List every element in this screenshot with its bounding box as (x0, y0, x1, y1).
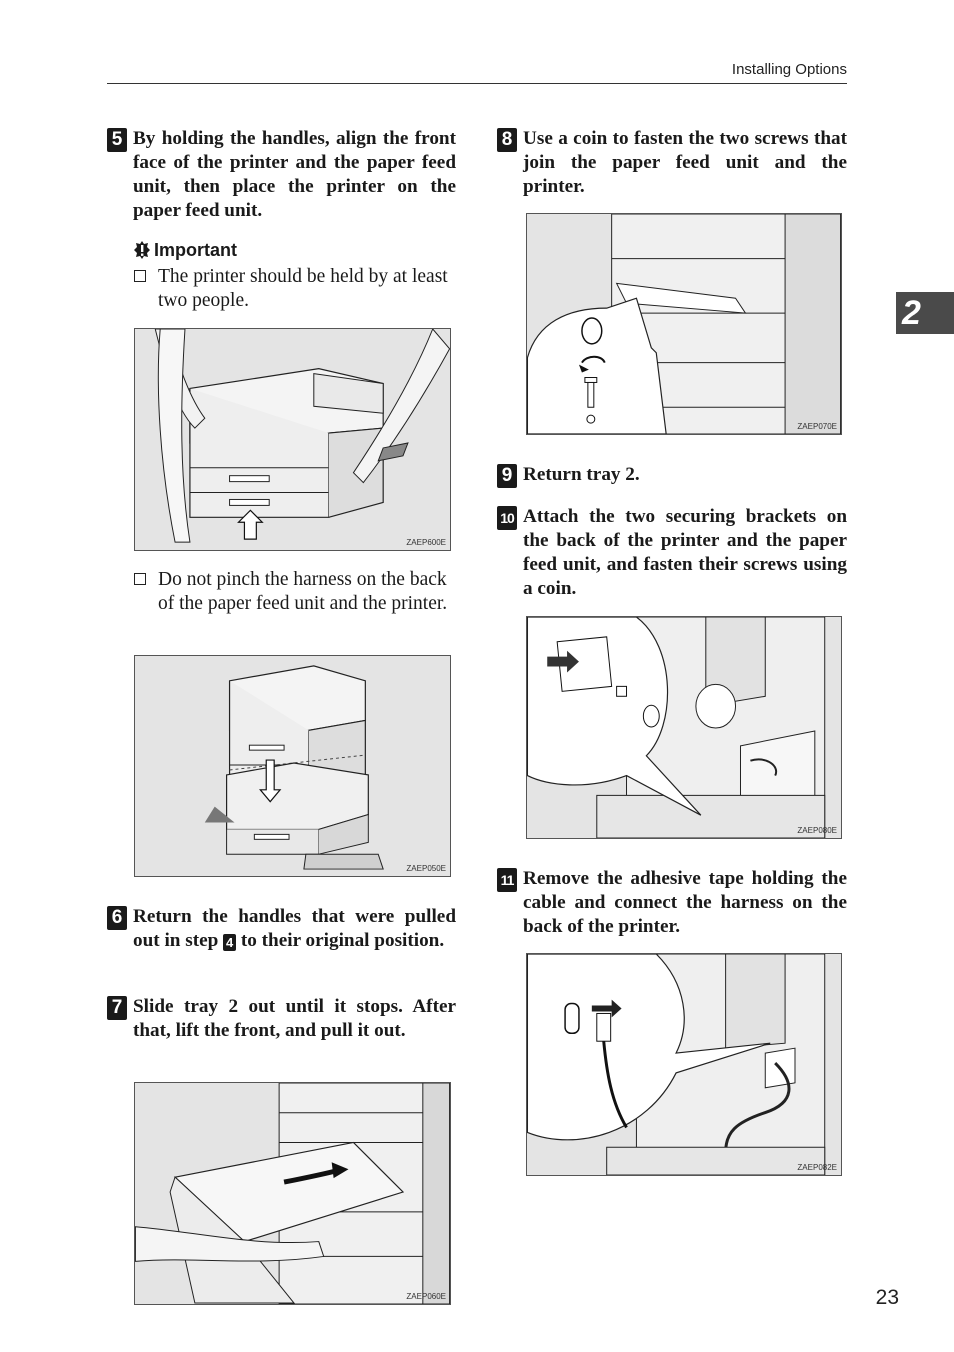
step-ref-badge: 4 (223, 934, 237, 951)
figure-connect-harness: ZAEP082E (526, 953, 842, 1176)
figure-code: ZAEP060E (406, 1292, 446, 1301)
note-item: The printer should be held by at least t… (134, 265, 456, 313)
step-number-badge: 10 (497, 506, 517, 530)
step-number-badge: 9 (497, 464, 517, 488)
step-number-badge: 11 (497, 868, 517, 892)
chapter-tab: 2 (896, 292, 954, 334)
step-8: 8 Use a coin to fasten the two screws th… (497, 127, 847, 199)
printer-stack-illustration (204, 665, 384, 870)
step-7: 7 Slide tray 2 out until it stops. After… (107, 995, 456, 1043)
running-header: Installing Options (731, 61, 847, 78)
step-number-badge: 6 (107, 906, 127, 930)
note-item: Do not pinch the harness on the back of … (134, 568, 456, 616)
step-text: Use a coin to fasten the two screws that… (523, 128, 847, 197)
step-text: Slide tray 2 out until it stops. After t… (133, 996, 456, 1041)
step-5: 5 By holding the handles, align the fron… (107, 127, 456, 223)
figure-remove-tray: ZAEP060E (134, 1082, 451, 1305)
figure-code: ZAEP070E (797, 422, 837, 431)
header-rule (107, 83, 847, 84)
important-heading: Important (134, 239, 237, 261)
important-icon (134, 241, 150, 259)
harness-illustration (527, 954, 826, 1175)
figure-stack-printer: ZAEP050E (134, 655, 451, 877)
figure-code: ZAEP080E (797, 826, 837, 835)
figure-code: ZAEP050E (406, 864, 446, 873)
chapter-number: 2 (902, 294, 921, 332)
step-text: By holding the handles, align the front … (133, 128, 456, 221)
step-number-badge: 7 (107, 996, 127, 1020)
coin-screw-illustration (527, 214, 841, 434)
checkbox-bullet-icon (134, 270, 146, 282)
step-9: 9 Return tray 2. (497, 463, 847, 488)
step-text: Return the handles that were pulled out … (133, 906, 456, 951)
step-number-badge: 5 (107, 128, 127, 152)
step-6: 6 Return the handles that were pulled ou… (107, 905, 456, 953)
step-text: Attach the two securing brackets on the … (523, 506, 847, 599)
step-text: Remove the adhesive tape holding the cab… (523, 868, 847, 937)
important-label: Important (154, 240, 237, 260)
page-number: 23 (875, 1286, 899, 1309)
step-10: 10 Attach the two securing brackets on t… (497, 505, 847, 601)
checkbox-bullet-icon (134, 573, 146, 585)
step-11: 11 Remove the adhesive tape holding the … (497, 867, 847, 939)
figure-lift-printer: ZAEP600E (134, 328, 451, 551)
bracket-illustration (527, 617, 826, 838)
note-text: Do not pinch the harness on the back of … (158, 569, 448, 614)
figure-code: ZAEP082E (797, 1163, 837, 1172)
printer-lift-illustration (154, 329, 450, 543)
note-text: The printer should be held by at least t… (158, 266, 448, 311)
tray-removal-illustration (135, 1083, 450, 1304)
figure-fasten-screws: ZAEP070E (526, 213, 842, 435)
step-number-badge: 8 (497, 128, 517, 152)
figure-code: ZAEP600E (406, 538, 446, 547)
figure-securing-brackets: ZAEP080E (526, 616, 842, 839)
step-text: Return tray 2. (523, 464, 640, 485)
